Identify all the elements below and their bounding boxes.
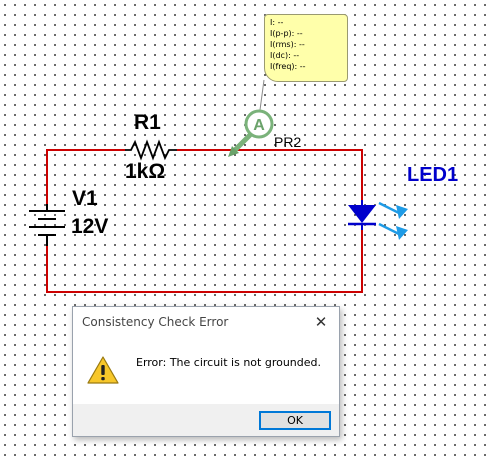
led-name-label: LED1 xyxy=(407,164,459,186)
dialog-footer: OK xyxy=(73,404,339,436)
resistor-name-label: R1 xyxy=(134,111,161,134)
led-light-rays xyxy=(378,201,408,240)
readout-current-pp: I(p-p): -- xyxy=(270,29,303,38)
circuit-wires[interactable] xyxy=(46,149,363,293)
readout-current: I: -- xyxy=(270,18,284,27)
ammeter-symbol: A xyxy=(253,117,265,134)
source-name-label: V1 xyxy=(72,187,98,210)
dialog-message: Error: The circuit is not grounded. xyxy=(136,356,322,369)
readout-current-dc: I(dc): -- xyxy=(270,51,300,60)
probe-label: PR2 xyxy=(274,134,302,150)
readout-current-rms: I(rms): -- xyxy=(270,40,305,49)
wire-top-right[interactable] xyxy=(177,149,363,200)
ammeter-icon[interactable] xyxy=(244,109,274,139)
dialog-body: Error: The circuit is not grounded. xyxy=(73,338,339,404)
consistency-check-dialog: Consistency Check Error ✕ Error: The cir… xyxy=(72,306,340,437)
readout-current-freq: I(freq): -- xyxy=(270,62,306,71)
wire-bottom[interactable] xyxy=(46,228,363,293)
led-led1[interactable] xyxy=(348,200,376,230)
warning-icon xyxy=(87,356,119,384)
ok-button[interactable]: OK xyxy=(259,411,331,430)
dialog-titlebar[interactable]: Consistency Check Error ✕ xyxy=(73,307,339,338)
wire-top-left[interactable] xyxy=(46,149,125,204)
source-value-label: 12V xyxy=(71,215,109,238)
battery-v1[interactable] xyxy=(29,204,65,246)
resistor-value-label: 1kΩ xyxy=(125,160,166,183)
current-probe-pr2[interactable] xyxy=(228,79,274,157)
dialog-title: Consistency Check Error xyxy=(82,315,229,329)
close-icon[interactable]: ✕ xyxy=(314,313,328,331)
resistor-r1[interactable] xyxy=(125,139,177,161)
probe-readout-tooltip: I: -- I(p-p): -- I(rms): -- I(dc): -- I(… xyxy=(264,14,348,82)
